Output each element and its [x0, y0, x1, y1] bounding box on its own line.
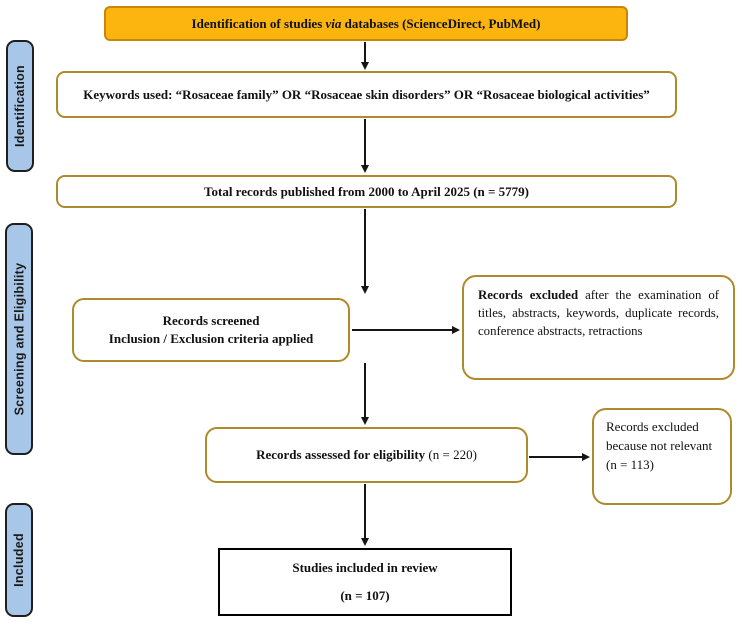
records-assessed-text: Records assessed for eligibility (n = 22… — [256, 447, 477, 463]
arrow-assessed-to-included — [360, 484, 369, 546]
records-excluded-not-relevant-box: Records excluded because not relevant (n… — [592, 408, 732, 505]
records-excluded-not-relevant-text: Records excluded because not relevant (n… — [606, 419, 713, 472]
stage-label-screening-eligibility-text: Screening and Eligibility — [12, 262, 27, 416]
stage-label-identification-text: Identification — [13, 65, 28, 147]
records-screened-line2: Inclusion / Exclusion criteria applied — [108, 331, 314, 346]
title-italic-via: via — [325, 15, 342, 31]
arrow-total-to-screened — [360, 209, 369, 294]
studies-included-line1: Studies included in review — [292, 560, 438, 576]
stage-label-screening-eligibility: Screening and Eligibility — [5, 223, 33, 455]
records-assessed-box: Records assessed for eligibility (n = 22… — [205, 427, 528, 483]
records-screened-box: Records screened Inclusion / Exclusion c… — [72, 298, 350, 362]
stage-label-included: Included — [5, 503, 33, 617]
total-records-text: Total records published from 2000 to Apr… — [204, 183, 529, 199]
records-excluded-main-box: Records excluded after the examination o… — [462, 275, 735, 380]
arrow-keywords-to-total — [360, 119, 369, 173]
stage-label-included-text: Included — [12, 533, 27, 587]
keywords-box: Keywords used: “Rosaceae family” OR “Ros… — [56, 71, 677, 118]
arrow-assessed-to-excluded-small — [529, 452, 590, 461]
stage-label-identification: Identification — [6, 40, 34, 172]
keywords-text: Keywords used: “Rosaceae family” OR “Ros… — [83, 86, 650, 102]
arrow-screened-to-assessed — [360, 363, 369, 425]
studies-included-line2: (n = 107) — [340, 588, 390, 603]
title-box-identification-via-databases: Identification of studies via databases … — [104, 6, 628, 41]
studies-included-box: Studies included in review (n = 107) — [218, 548, 512, 616]
arrow-screened-to-excluded — [352, 325, 460, 334]
records-excluded-main-text: Records excluded after the examination o… — [478, 288, 719, 338]
total-records-box: Total records published from 2000 to Apr… — [56, 175, 677, 208]
arrow-title-to-keywords — [360, 42, 369, 70]
title-text: Identification of studies via databases … — [191, 15, 541, 31]
records-screened-line1: Records screened — [162, 313, 260, 329]
